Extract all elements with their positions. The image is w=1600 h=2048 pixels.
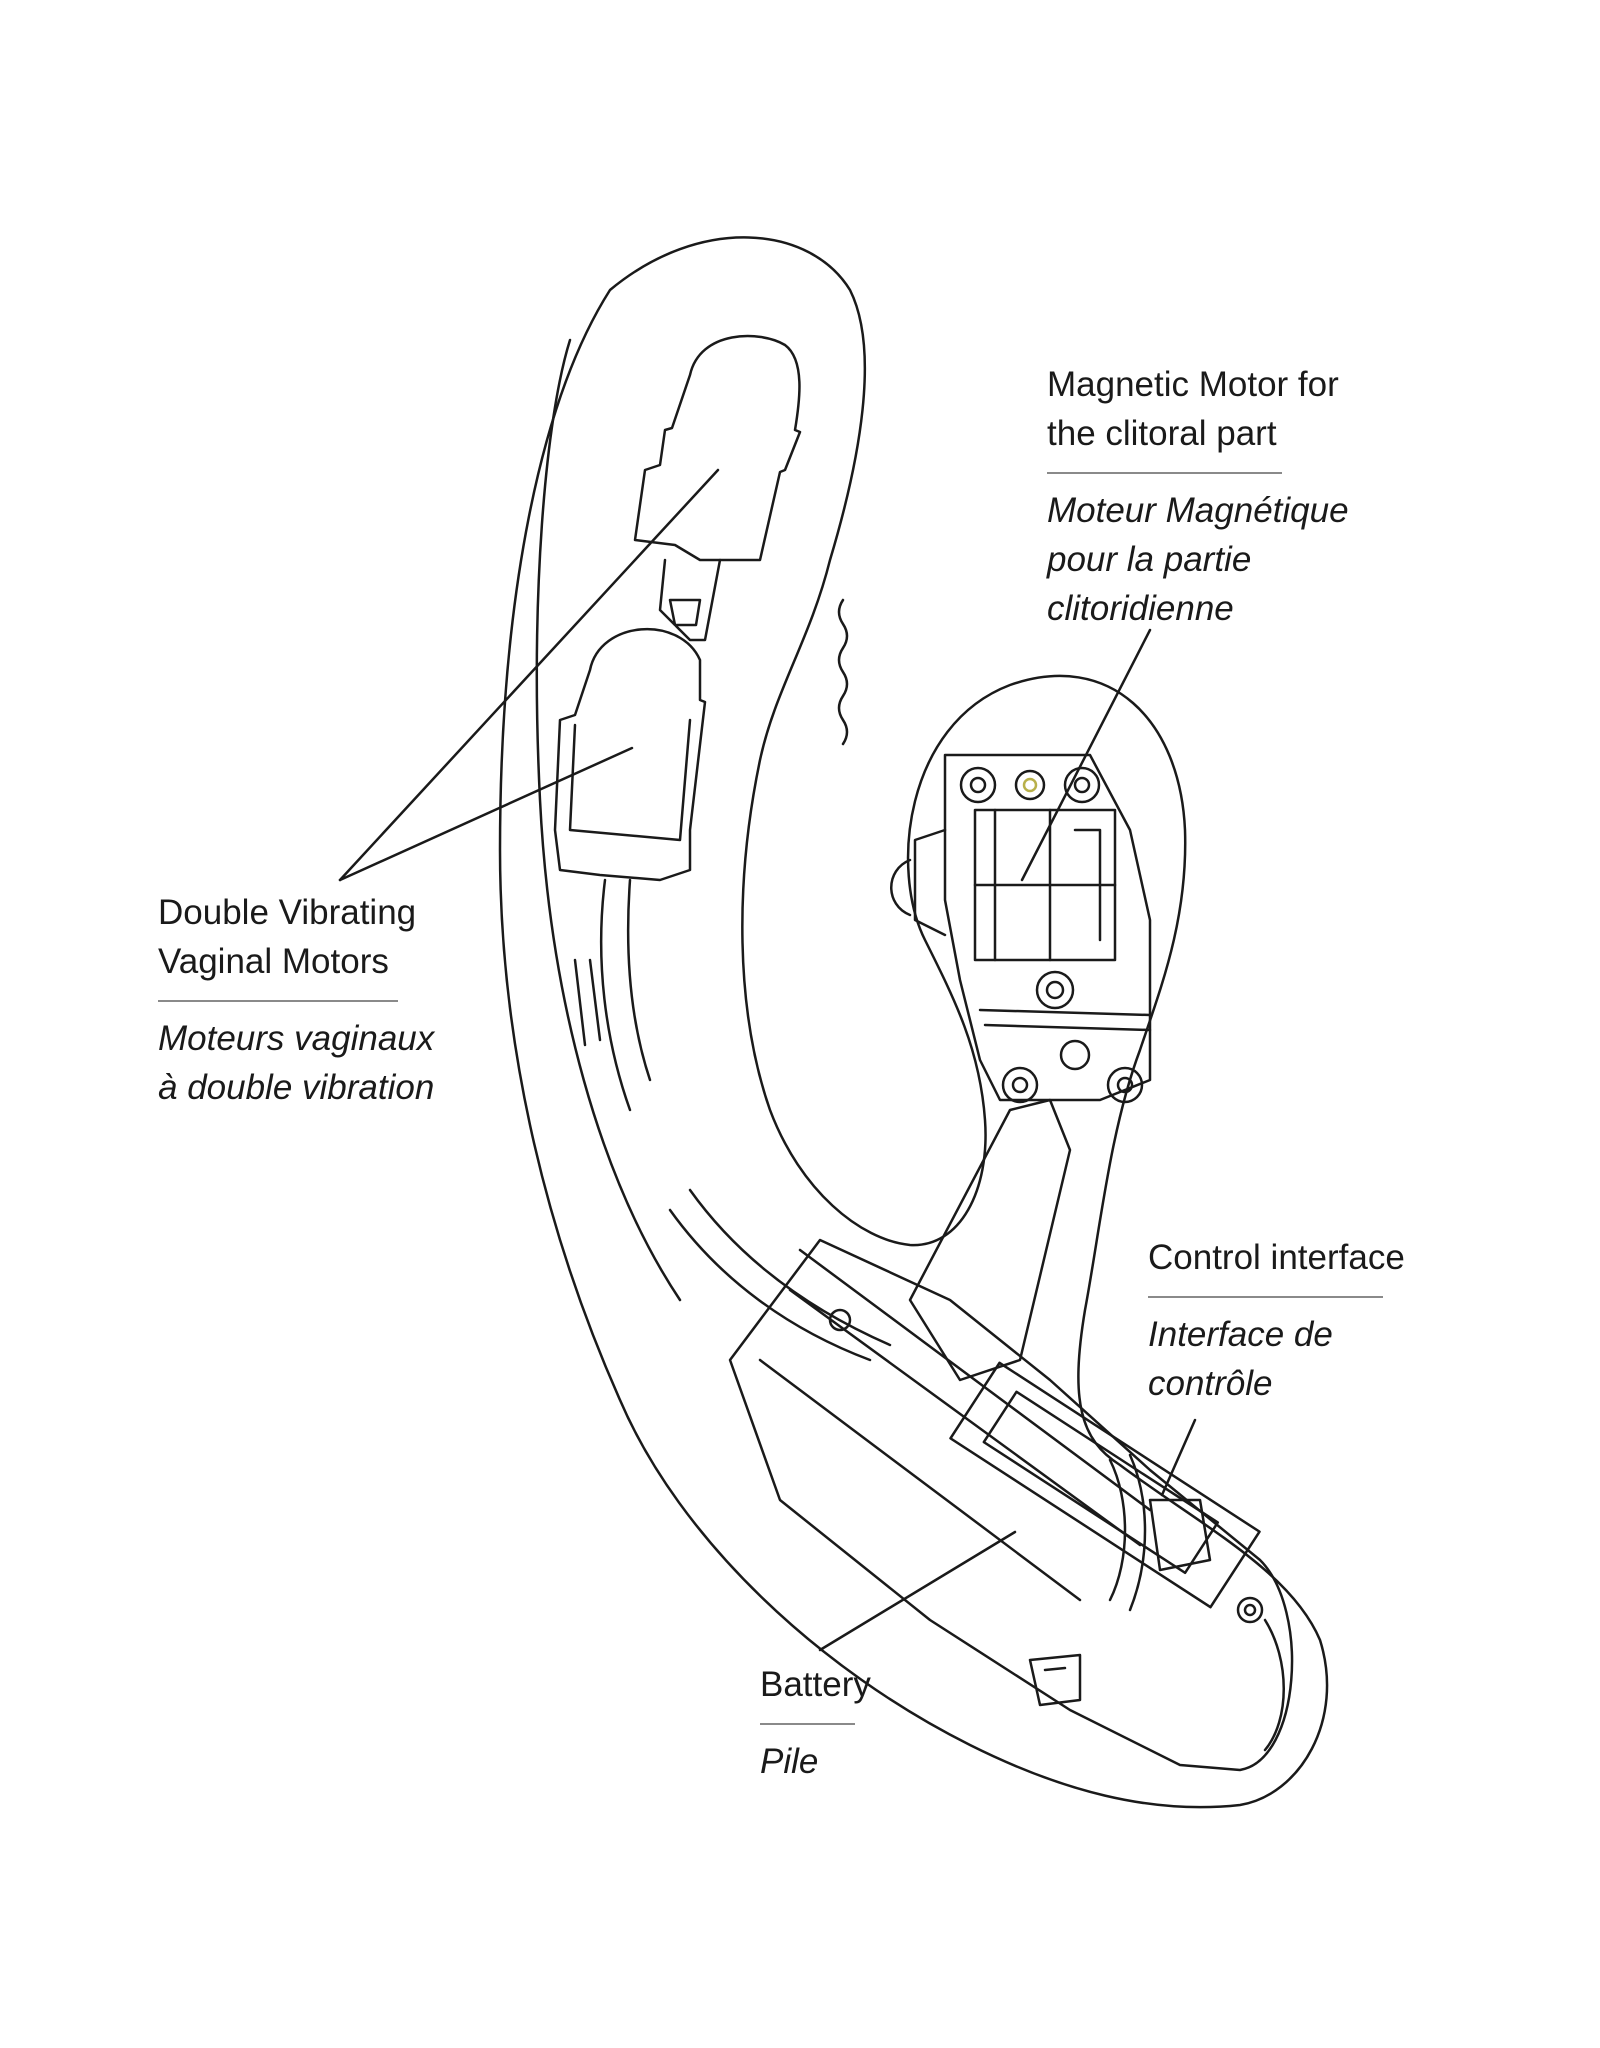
leader-magnetic-motor [1020, 628, 1152, 882]
battery-cell [949, 1361, 1261, 1609]
clitoral-side-bracket [890, 828, 947, 937]
upper-vaginal-motor [633, 334, 802, 562]
vaginal-motors-rule [158, 1000, 398, 1002]
clitoral-housing [943, 753, 1152, 1102]
battery-cell-inner [982, 1390, 1220, 1575]
control-interface-fr-1: Interface de [1148, 1315, 1333, 1354]
control-interface-en-1: Control interface [1148, 1238, 1405, 1277]
vaginal-motors-en-2: Vaginal Motors [158, 942, 389, 981]
control-interface-rule [1148, 1296, 1383, 1298]
vaginal-motors-en-1: Double Vibrating [158, 893, 417, 932]
label-control-interface: Control interface Interface de contrôle [1148, 1233, 1405, 1408]
magnetic-motor-detail [973, 808, 1117, 962]
motor-wires [573, 878, 652, 1112]
control-interface-buttons [828, 1308, 1264, 1707]
magnetic-motor-en-2: the clitoral part [1047, 414, 1277, 453]
clitoral-rails [978, 1008, 1152, 1032]
shaft-inner-outline [535, 338, 682, 1302]
magnetic-motor-fr-3: clitoridienne [1047, 589, 1234, 628]
magnetic-motor-rule [1047, 472, 1282, 474]
battery-rule [760, 1723, 855, 1725]
leader-control-interface [1160, 1418, 1197, 1497]
leader-battery [818, 1530, 1017, 1652]
leader-lower-motor [338, 746, 634, 882]
label-magnetic-motor: Magnetic Motor for the clitoral part Mot… [1047, 360, 1349, 633]
label-battery: Battery Pile [760, 1660, 871, 1786]
neck-tube [908, 1098, 1072, 1382]
base-housing [728, 1238, 1294, 1772]
magnetic-motor-en-1: Magnetic Motor for [1047, 365, 1339, 404]
vaginal-motors-fr-1: Moteurs vaginaux [158, 1019, 435, 1058]
device-outline [498, 236, 1329, 1809]
upper-motor-connector [658, 558, 722, 642]
control-interface-fr-2: contrôle [1148, 1364, 1273, 1403]
magnetic-motor-fr-1: Moteur Magnétique [1047, 491, 1349, 530]
base-internal-lines [668, 1188, 1285, 1752]
battery-fr-1: Pile [760, 1742, 819, 1781]
vaginal-motors-fr-2: à double vibration [158, 1068, 435, 1107]
screw-holes [959, 766, 1144, 1104]
magnetic-motor-fr-2: pour la partie [1047, 540, 1252, 579]
battery-en-1: Battery [760, 1665, 871, 1704]
leader-upper-motor [338, 468, 720, 882]
label-vaginal-motors: Double Vibrating Vaginal Motors Moteurs … [158, 888, 434, 1112]
lower-motor-inner [568, 718, 692, 842]
shaft-ridges [837, 598, 849, 746]
lower-vaginal-motor [553, 628, 707, 882]
